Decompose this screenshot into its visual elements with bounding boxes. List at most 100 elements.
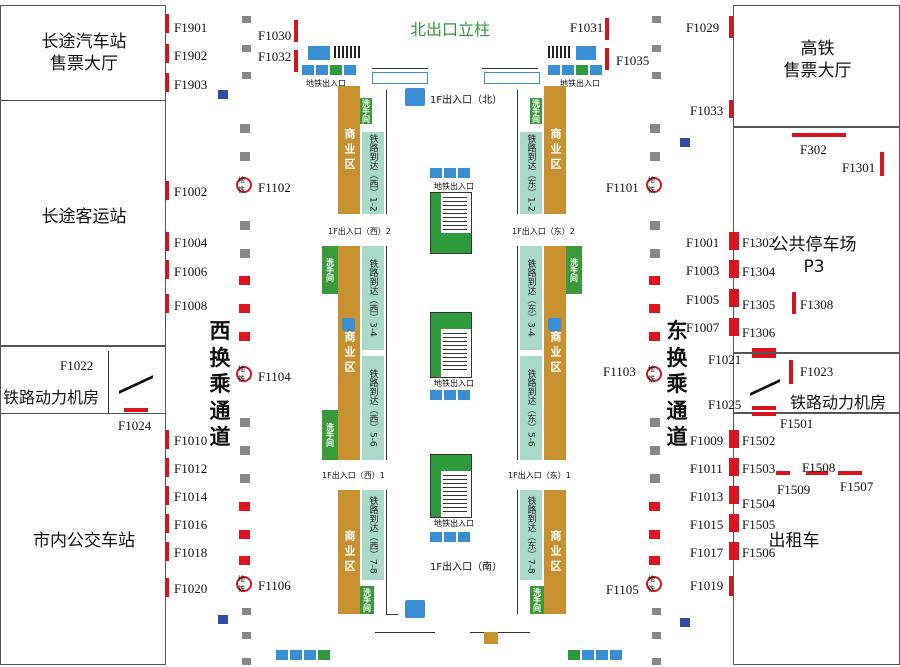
shop-code: F1103 xyxy=(603,364,636,379)
shop-marker xyxy=(165,458,169,477)
service-icons xyxy=(548,65,602,75)
shop-marker xyxy=(729,318,739,336)
arrival-zone: 铁路到达（西）1-2 xyxy=(362,132,384,214)
shop-code: F1021 xyxy=(708,352,742,367)
metro-icon: 地铁 xyxy=(236,176,252,194)
sign-board xyxy=(334,46,360,58)
stair-side xyxy=(441,313,471,329)
escalator-icon xyxy=(218,615,228,624)
shop-code: F1011 xyxy=(690,461,723,476)
service-icons xyxy=(302,65,356,75)
shop-code: F1106 xyxy=(258,578,291,593)
sign-board xyxy=(548,46,572,58)
shop-code: F1308 xyxy=(800,297,834,312)
pillar-red xyxy=(649,332,660,341)
east-exit-2-label: 1F出入口（东）2 xyxy=(512,227,575,236)
west-rail-power-room-label: 铁路动力机房 xyxy=(3,388,100,407)
pillar xyxy=(650,418,660,427)
arrival-zone: 铁路到达（东）7-8 xyxy=(520,490,542,580)
shop-marker xyxy=(165,486,169,505)
pillar xyxy=(242,16,251,23)
arrival-zone: 铁路到达（东）5-6 xyxy=(520,356,542,460)
arrival-zone: 铁路到达（东）1-2 xyxy=(520,132,542,214)
commerce-zone: 商业区 xyxy=(544,246,566,460)
shop-code: F1008 xyxy=(174,298,208,313)
pillar-red xyxy=(239,276,250,285)
corridor-line xyxy=(517,246,518,460)
shop-marker xyxy=(792,292,796,314)
corridor-line xyxy=(386,614,398,615)
shop-marker xyxy=(165,260,169,279)
shop-marker xyxy=(729,542,739,560)
metro-icon: 地铁 xyxy=(236,365,252,383)
shop-marker xyxy=(789,360,793,384)
corridor-line xyxy=(470,632,530,633)
shop-code: F1508 xyxy=(802,460,836,475)
shop-code: F1006 xyxy=(174,264,208,279)
commerce-zone: 商业区 xyxy=(338,246,360,460)
shop-marker xyxy=(294,20,298,42)
pillar xyxy=(652,632,661,639)
shop-code: F1302 xyxy=(742,235,776,250)
shop-marker xyxy=(165,14,169,33)
public-parking-p3: 公共停车场 P3 xyxy=(733,127,900,353)
service-icons xyxy=(430,532,470,542)
escalator-icon xyxy=(680,138,690,147)
pillar xyxy=(242,608,251,615)
corridor-line xyxy=(372,68,428,69)
sign-board xyxy=(484,72,540,84)
shop-marker xyxy=(729,289,739,307)
shop-marker xyxy=(729,514,739,532)
shop-code: F1015 xyxy=(690,517,724,532)
pillar xyxy=(652,608,661,615)
pillar xyxy=(650,221,660,230)
commerce-zone: 商业区 xyxy=(338,490,360,614)
shop-code: F1104 xyxy=(258,369,291,384)
shop-code: F1031 xyxy=(570,20,604,35)
metro-entrance-label: 地铁出入口 xyxy=(434,182,474,191)
shop-code: F1503 xyxy=(742,461,776,476)
shop-code: F1305 xyxy=(742,297,776,312)
shop-marker xyxy=(165,542,169,561)
shop-code: F1301 xyxy=(842,160,876,175)
shop-code: F1035 xyxy=(616,53,650,68)
pillar-red xyxy=(649,502,660,511)
north-pillar-label: 北出口立柱 xyxy=(410,20,491,39)
west-exit-1-label: 1F出入口（西）1 xyxy=(322,471,385,480)
high-speed-rail-ticket-hall: 高铁 售票大厅 xyxy=(733,5,900,127)
shop-code: F1012 xyxy=(174,461,208,476)
corridor-line xyxy=(482,68,538,69)
pillar xyxy=(240,152,250,161)
stair-side xyxy=(441,233,471,253)
long-distance-bus-ticket-hall-label: 长途汽车站 售票大厅 xyxy=(41,32,127,74)
pillar xyxy=(650,249,660,258)
commerce-zone: 商业区 xyxy=(338,86,360,214)
info-icon xyxy=(342,318,355,331)
east-rail-power-room: 铁路动力机房 xyxy=(733,353,900,413)
shop-code: F1032 xyxy=(258,49,292,64)
shop-code: F1509 xyxy=(777,482,811,497)
shop-code: F1506 xyxy=(742,545,776,560)
stair-side xyxy=(431,455,441,517)
shop-code: F1009 xyxy=(690,433,724,448)
pillar xyxy=(240,221,250,230)
arrival-zone: 铁路到达（西）3-4 xyxy=(362,246,384,350)
shop-marker xyxy=(729,16,733,38)
shop-marker xyxy=(294,50,298,72)
pillar xyxy=(240,418,250,427)
shop-code: F1902 xyxy=(174,48,208,63)
shop-code: F1014 xyxy=(174,489,208,504)
info-icon xyxy=(548,318,561,331)
shop-code: F1023 xyxy=(800,364,834,379)
shop-code: F1507 xyxy=(840,479,874,494)
shop-code: F1501 xyxy=(780,416,814,431)
shop-code: F1105 xyxy=(606,582,639,597)
pillar-red xyxy=(649,276,660,285)
shop-marker xyxy=(165,44,169,63)
shop-marker xyxy=(605,18,609,40)
sign-board xyxy=(576,46,596,60)
shop-code: F1306 xyxy=(742,325,776,340)
arrival-zone: 铁路到达（西）7-8 xyxy=(362,490,384,580)
shop-code: F1003 xyxy=(686,263,720,278)
shop-code: F1016 xyxy=(174,517,208,532)
